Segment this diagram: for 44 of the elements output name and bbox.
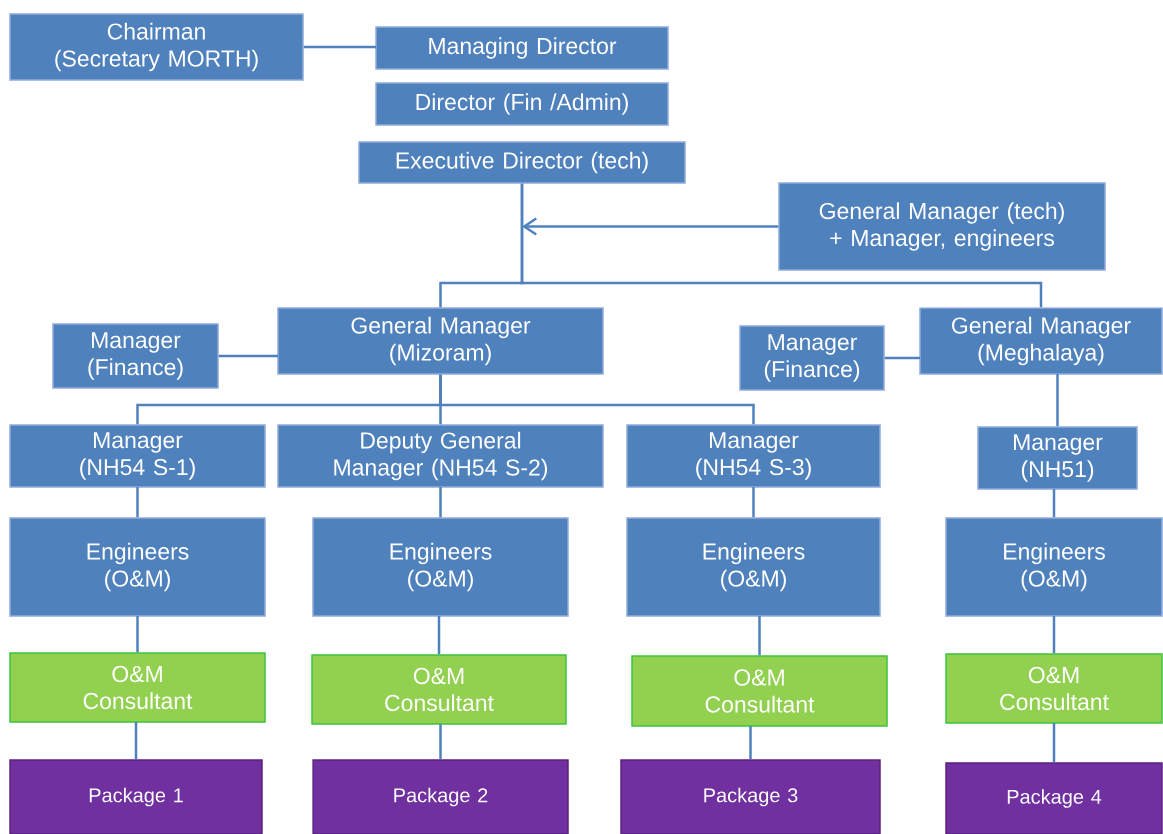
connector-line xyxy=(749,726,752,760)
connector-line xyxy=(1052,489,1056,518)
connector-line xyxy=(1052,723,1056,763)
connector-line xyxy=(439,724,442,760)
org-box: General Manager (tech) + Manager, engineers xyxy=(778,182,1106,271)
org-box: Manager (NH54 S-1) xyxy=(9,424,266,488)
org-box: Chairman (Secretary MORTH) xyxy=(9,13,304,81)
connector-line xyxy=(758,616,761,656)
consultant-box: O&M Consultant xyxy=(9,652,266,723)
org-box: Manager (Finance) xyxy=(739,325,885,391)
connector-line xyxy=(1056,374,1059,427)
connector-line xyxy=(439,374,755,425)
connector-line xyxy=(136,616,139,653)
connector-line xyxy=(218,354,278,358)
connector-line xyxy=(520,183,1043,308)
connector-line xyxy=(303,45,376,49)
consultant-box: O&M Consultant xyxy=(945,653,1163,724)
consultant-box: O&M Consultant xyxy=(311,654,567,725)
org-box: Deputy General Manager (NH54 S-2) xyxy=(277,424,604,488)
package-box: Package 4 xyxy=(945,762,1163,834)
connector-line xyxy=(439,487,442,518)
org-box: Manager (Finance) xyxy=(52,323,219,389)
org-box: Engineers (O&M) xyxy=(312,517,569,617)
connector-line xyxy=(752,487,755,518)
connector-line xyxy=(134,722,138,760)
package-box: Package 2 xyxy=(312,759,569,834)
org-box: Engineers (O&M) xyxy=(945,517,1163,617)
org-box: Engineers (O&M) xyxy=(626,517,881,617)
org-box: Managing Director xyxy=(375,26,669,70)
org-box: Executive Director (tech) xyxy=(358,141,686,184)
connector-line xyxy=(1052,616,1056,654)
connector-line xyxy=(522,217,779,236)
org-box: Manager (NH54 S-3) xyxy=(626,424,881,488)
package-box: Package 1 xyxy=(9,759,263,834)
consultant-box: O&M Consultant xyxy=(631,655,888,727)
org-box: Engineers (O&M) xyxy=(9,517,266,617)
org-box: General Manager (Mizoram) xyxy=(277,307,604,375)
org-box: Director (Fin /Admin) xyxy=(375,82,669,126)
connector-line xyxy=(437,616,441,655)
org-box: Manager (NH51) xyxy=(977,426,1138,490)
org-box: General Manager (Meghalaya) xyxy=(919,307,1163,375)
connector-line xyxy=(884,356,920,360)
connector-line xyxy=(136,487,139,518)
package-box: Package 3 xyxy=(620,759,881,834)
